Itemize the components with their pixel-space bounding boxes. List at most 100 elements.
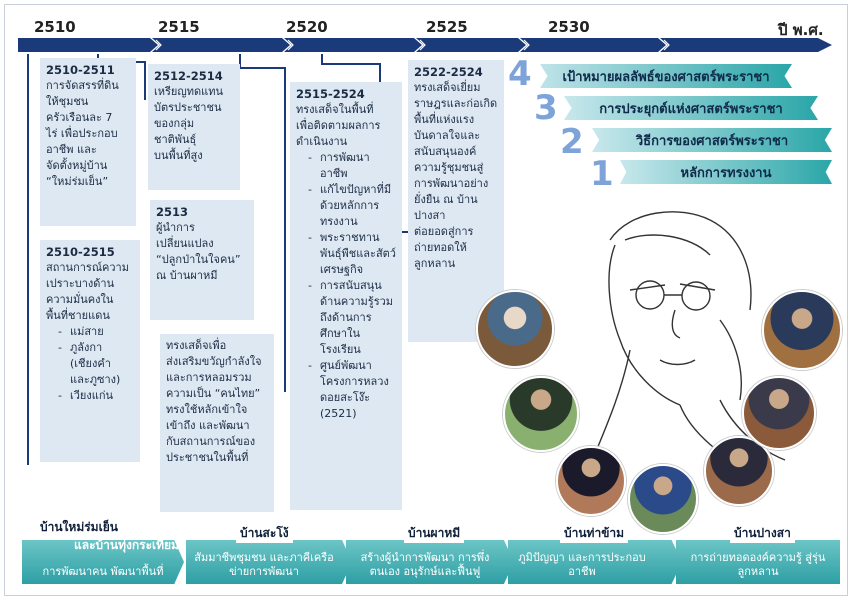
event-box-2522-2524: 2522-2524 ทรงเสด็จเยี่ยม ราษฎรและก่อเกิด… <box>408 60 504 342</box>
ribbon-number-1: 1 <box>590 154 614 194</box>
list-item: ภูลังกา (เชียงคำ และภูซาง) <box>58 340 134 388</box>
village-desc: การพัฒนาคน พัฒนาพื้นที่ <box>42 565 164 578</box>
village-banner-tha-kham: ภูมิปัญญา และการประกอบอาชีพ <box>508 540 682 584</box>
list-item: แม่สาย <box>58 324 134 340</box>
village-name: บ้านผาหมี <box>404 524 465 543</box>
ribbon-number-4: 4 <box>508 54 532 94</box>
box-line: ทรงเสด็จเพื่อ <box>166 339 227 352</box>
village-desc: ภูมิปัญญา และการประกอบอาชีพ <box>518 551 646 578</box>
box-line: ทรงใช้หลักเข้าใจ <box>166 403 248 416</box>
village-banner-pang-sa: การถ่ายทอดองค์ความรู้ สู่รุ่นลูกหลาน <box>676 540 840 584</box>
box-line: การพัฒนาอย่าง <box>414 177 489 190</box>
box-line: อาชีพ และ <box>46 143 97 156</box>
village-name: บ้านใหม่ร่มเย็น <box>36 518 122 537</box>
box-period: 2510-2515 <box>46 245 115 259</box>
box-line: ณ บ้านผาหมี <box>156 269 218 282</box>
villager-photo <box>503 376 579 452</box>
box-line: บัตรประชาชน <box>154 101 222 114</box>
villager-photo <box>628 464 698 534</box>
box-line: ปางสา <box>414 209 446 222</box>
ribbon-application: การประยุกต์แห่งศาสตร์พระราชา <box>564 96 818 120</box>
village-banner-mai-rom-yen: การพัฒนาคน พัฒนาพื้นที่ <box>22 540 184 584</box>
box-line: ผู้นำการ <box>156 221 195 234</box>
box-line: พื้นที่แห่งแรง <box>414 113 475 126</box>
box-line: ของกลุ่มชาติพันธุ์ <box>154 117 197 146</box>
box-line: ความเป็น “คนไทย” <box>166 387 261 400</box>
box-line: ดำเนินงาน <box>296 135 348 148</box>
box-line: ประชาชนในพื้นที่ <box>166 451 249 464</box>
box-line: พื้นที่ชายแดน <box>46 309 110 322</box>
village-name: บ้านปางสา <box>730 524 795 543</box>
box-line: การจัดสรรที่ดิน <box>46 79 119 92</box>
box-line: “ใหม่ร่มเย็น” <box>46 175 109 188</box>
box-line: “ปลูกป่าในใจคน” <box>156 253 241 266</box>
village-name-2: และบ้านทุ่งกระเทียม <box>74 538 179 552</box>
box-line: และการหลอมรวม <box>166 371 252 384</box>
box-line: ให้ชุมชน <box>46 95 89 108</box>
box-period: 2510-2511 <box>46 63 115 77</box>
ribbon-goal: เป้าหมายผลลัพธ์ของศาสตร์พระราชา <box>540 64 792 88</box>
box-line: ความมั่นคงใน <box>46 293 114 306</box>
village-banner-pha-mee: สร้างผู้นำการพัฒนา การพึ่งตนเอง อนุรักษ์… <box>346 540 514 584</box>
event-box-2510-2515: 2510-2515 สถานการณ์ความ เปราะบางด้าน ควา… <box>40 240 140 462</box>
event-box-2513: 2513 ผู้นำการ เปลี่ยนแปลง “ปลูกป่าในใจคน… <box>150 200 254 320</box>
box-line: ความรู้ชุมชนสู่ <box>414 161 484 174</box>
ribbon-label: เป้าหมายผลลัพธ์ของศาสตร์พระราชา <box>562 69 770 85</box>
box-line: ราษฎรและก่อเกิด <box>414 97 498 110</box>
villager-photo <box>762 290 842 370</box>
year-2520: 2520 <box>286 18 328 36</box>
box-line: ต่อยอดสู่การ <box>414 225 474 238</box>
year-2530: 2530 <box>548 18 590 36</box>
list-item: เวียงแก่น <box>58 388 134 404</box>
village-banner-sa-ngo: สัมมาชีพชุมชน และภาคีเครือข่ายการพัฒนา <box>186 540 352 584</box>
box-line: เข้าถึง และพัฒนา <box>166 419 250 432</box>
year-2525: 2525 <box>426 18 468 36</box>
ribbon-label: หลักการทรงงาน <box>680 165 772 181</box>
villager-photo <box>742 376 816 450</box>
village-desc: สัมมาชีพชุมชน และภาคีเครือข่ายการพัฒนา <box>194 551 334 578</box>
ribbon-number-2: 2 <box>560 122 584 162</box>
box-line: ทรงเสด็จในพื้นที่ <box>296 103 374 116</box>
box-line: เปลี่ยนแปลง <box>156 237 214 250</box>
box-line: สนับสนุนองค์ <box>414 145 477 158</box>
ribbon-method: วิธีการของศาสตร์พระราชา <box>592 128 832 152</box>
list-item: แก้ไขปัญหาที่มีด้วยหลักการทรงงาน <box>308 182 396 230</box>
ribbon-number-3: 3 <box>534 88 558 128</box>
list-item: การพัฒนาอาชีพ <box>308 150 396 182</box>
box-line: เปราะบางด้าน <box>46 277 115 290</box>
box-period: 2522-2524 <box>414 65 483 79</box>
box-line: ถ่ายทอดให้ <box>414 241 467 254</box>
village-desc: การถ่ายทอดองค์ความรู้ สู่รุ่นลูกหลาน <box>690 551 826 578</box>
box-period: 2515-2524 <box>296 87 365 101</box>
frame <box>4 4 848 596</box>
event-box-2510-2511: 2510-2511 การจัดสรรที่ดิน ให้ชุมชน ครัวเ… <box>40 58 136 226</box>
villager-photo <box>704 436 774 506</box>
box-line: ครัวเรือนละ 7 <box>46 111 113 124</box>
ribbon-label: วิธีการของศาสตร์พระราชา <box>635 133 789 149</box>
event-box-2515-2524: 2515-2524 ทรงเสด็จในพื้นที่ เพื่อติดตามผ… <box>290 82 402 510</box>
village-desc: สร้างผู้นำการพัฒนา การพึ่งตนเอง อนุรักษ์… <box>360 551 490 578</box>
villager-photo <box>556 446 626 516</box>
year-2515: 2515 <box>158 18 200 36</box>
village-name: บ้านท่าข้าม <box>560 524 629 543</box>
box-line: เพื่อติดตามผลการ <box>296 119 381 132</box>
box-line: ลูกหลาน <box>414 257 456 270</box>
list-item: การสนับสนุนด้านความรู้รวมถึงด้านการศึกษา… <box>308 278 396 358</box>
villager-photo <box>476 290 554 368</box>
event-box-royal-visit: ทรงเสด็จเพื่อ ส่งเสริมขวัญกำลังใจ และการ… <box>160 334 274 512</box>
box-line: ไร่ เพื่อประกอบ <box>46 127 118 140</box>
box-line: บนพื้นที่สูง <box>154 149 203 162</box>
box-line: สถานการณ์ความ <box>46 261 129 274</box>
list-item: พระราชทานพันธุ์พืชและสัตว์เศรษฐกิจ <box>308 230 396 278</box>
village-name: บ้านสะโง้ <box>236 524 293 543</box>
box-line: ทรงเสด็จเยี่ยม <box>414 81 481 94</box>
box-line: ยั่งยืน ณ บ้าน <box>414 193 478 206</box>
box-line: บันดาลใจและ <box>414 129 481 142</box>
list-item: ศูนย์พัฒนาโครงการหลวงดอยสะโง๊ะ (2521) <box>308 358 396 422</box>
ribbon-principle: หลักการทรงงาน <box>620 160 832 184</box>
timeline-bar <box>18 38 832 52</box>
box-period: 2512-2514 <box>154 69 223 83</box>
year-2510: 2510 <box>34 18 76 36</box>
box-line: ส่งเสริมขวัญกำลังใจ <box>166 355 262 368</box>
event-box-2512-2514: 2512-2514 เหรียญทดแทน บัตรประชาชน ของกลุ… <box>148 64 240 190</box>
